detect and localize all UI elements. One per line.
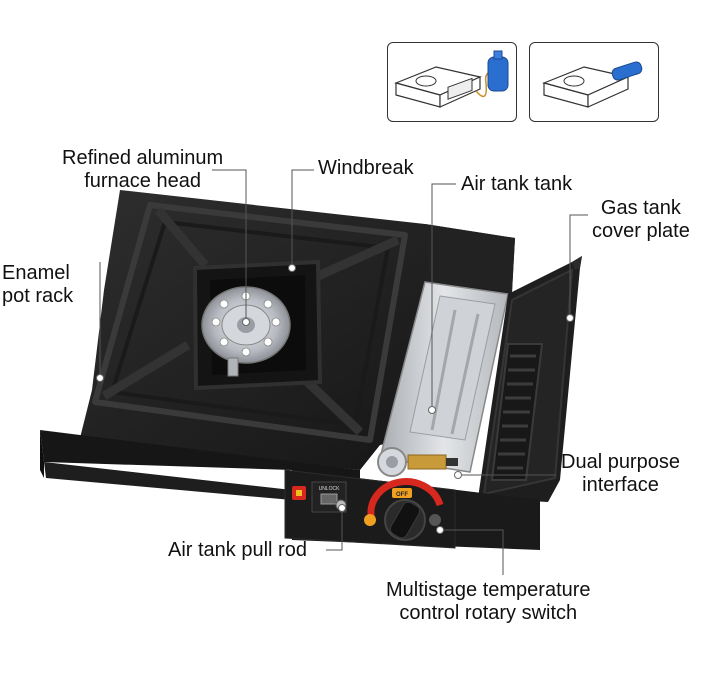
stove-with-canister-icon [542,61,643,108]
label-refined-aluminum-furnace-head: Refined aluminum furnace head [62,147,224,192]
control-panel: UNLOCK OFF [284,469,456,549]
label-gas-tank-cover-plate: Gas tank cover plate [592,197,690,242]
knob-off-label: OFF [396,492,408,498]
callout-leader-lines [96,169,588,575]
label-windbreak: Windbreak [318,157,414,179]
stove-with-bottle-icon [394,50,509,108]
unlock-label: UNLOCK [319,486,341,492]
air-tank-pull-rod-handle [320,493,338,505]
label-air-tank-pull-rod: Air tank pull rod [168,539,307,561]
air-tank-compartment [377,281,509,477]
heat-scale-arc [367,478,444,521]
label-dual-purpose-interface: Dual purpose interface [561,451,680,496]
label-air-tank: Air tank tank [461,173,573,195]
label-enamel-pot-rack: Enamel pot rack [2,262,74,307]
thumbnail-internal-canister [529,42,659,122]
thumbnail-external-gas-bottle [387,42,517,122]
label-multistage-temperature-rotary-switch: Multistage temperature control rotary sw… [386,579,591,624]
